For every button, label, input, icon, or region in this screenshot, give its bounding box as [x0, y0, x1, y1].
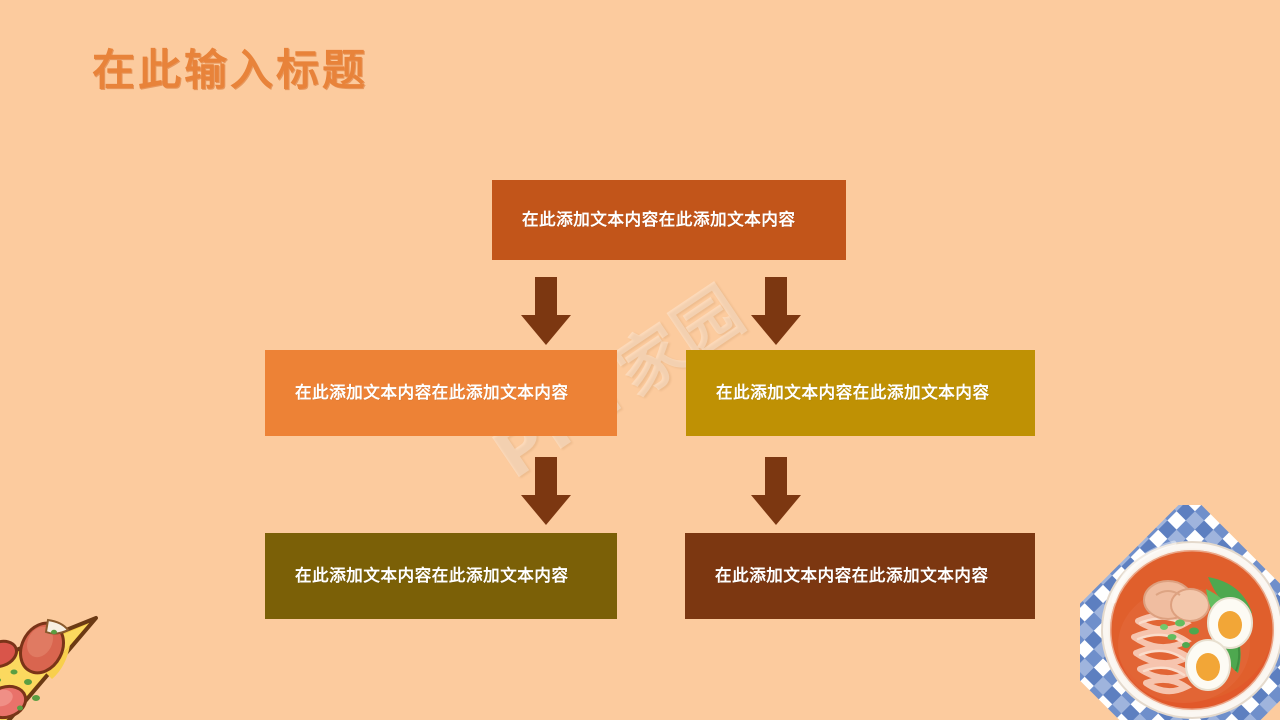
flow-box-level2-left[interactable]: 在此添加文本内容在此添加文本内容 — [265, 350, 617, 436]
arrow-down-icon — [521, 277, 571, 345]
arrow-shaft — [765, 277, 787, 317]
arrow-head — [751, 315, 801, 345]
flow-box-text: 在此添加文本内容在此添加文本内容 — [716, 382, 990, 402]
flow-box-text: 在此添加文本内容在此添加文本内容 — [295, 565, 569, 585]
page-title: 在此输入标题 — [92, 46, 368, 96]
arrow-head — [521, 315, 571, 345]
flow-box-text: 在此添加文本内容在此添加文本内容 — [522, 209, 796, 229]
ramen-bowl-illustration — [1080, 505, 1280, 720]
flow-box-text: 在此添加文本内容在此添加文本内容 — [715, 565, 989, 585]
arrow-head — [751, 495, 801, 525]
arrow-shaft — [765, 457, 787, 497]
arrow-shaft — [535, 457, 557, 497]
pizza-slice-illustration — [0, 616, 98, 720]
flow-box-level3-right[interactable]: 在此添加文本内容在此添加文本内容 — [685, 533, 1035, 619]
arrow-head — [521, 495, 571, 525]
arrow-down-icon — [521, 457, 571, 525]
arrow-shaft — [535, 277, 557, 317]
flow-box-level1-center[interactable]: 在此添加文本内容在此添加文本内容 — [492, 180, 846, 260]
arrow-down-icon — [751, 457, 801, 525]
flow-box-level2-right[interactable]: 在此添加文本内容在此添加文本内容 — [686, 350, 1035, 436]
flow-box-level3-left[interactable]: 在此添加文本内容在此添加文本内容 — [265, 533, 617, 619]
flow-box-text: 在此添加文本内容在此添加文本内容 — [295, 382, 569, 402]
arrow-down-icon — [751, 277, 801, 345]
